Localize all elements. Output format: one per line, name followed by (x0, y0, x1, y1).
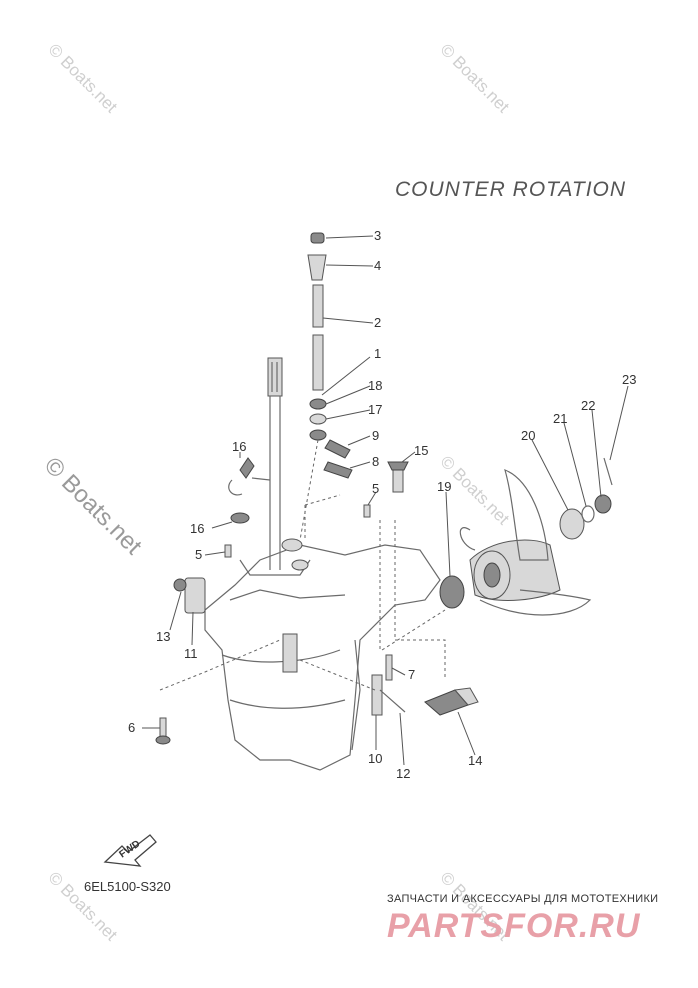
callout-6: 6 (128, 720, 135, 735)
callout-15: 15 (414, 443, 428, 458)
callout-numbers: 1 2 3 4 5 5 6 7 8 9 10 11 12 13 14 15 16… (128, 228, 636, 781)
callout-leaders (142, 235, 629, 766)
callout-9: 9 (372, 428, 379, 443)
callout-10: 10 (368, 751, 382, 766)
callout-3: 3 (374, 228, 381, 243)
drawing-code: 6EL5100-S320 (84, 879, 171, 894)
banner-subtitle: ЗАПЧАСТИ И АКСЕССУАРЫ ДЛЯ МОТОТЕХНИКИ (387, 893, 659, 905)
fwd-arrow: FWD (103, 834, 157, 867)
banner-logo: PARTSFOR.RU (387, 907, 641, 945)
callout-1: 1 (374, 346, 381, 361)
small-parts (155, 457, 409, 745)
propeller-assembly (424, 457, 613, 716)
callout-20: 20 (521, 428, 535, 443)
callout-5b: 5 (195, 547, 202, 562)
callout-14: 14 (468, 753, 482, 768)
callout-21: 21 (553, 411, 567, 426)
callout-2: 2 (374, 315, 381, 330)
callout-12: 12 (396, 766, 410, 781)
callout-16b: 16 (190, 521, 204, 536)
site-banner: ЗАПЧАСТИ И АКСЕССУАРЫ ДЛЯ МОТОТЕХНИКИ PA… (387, 893, 677, 946)
callout-23: 23 (622, 372, 636, 387)
callout-18: 18 (368, 378, 382, 393)
callout-16: 16 (232, 439, 246, 454)
callout-13: 13 (156, 629, 170, 644)
callout-19: 19 (437, 479, 451, 494)
callout-17: 17 (368, 402, 382, 417)
callout-7: 7 (408, 667, 415, 682)
callout-4: 4 (374, 258, 381, 273)
drive-shaft (267, 357, 283, 570)
callout-5: 5 (372, 481, 379, 496)
lower-casing (204, 538, 441, 771)
callout-11: 11 (184, 646, 198, 661)
guide-lines (159, 494, 446, 691)
callout-8: 8 (372, 454, 379, 469)
shift-rod-assembly (299, 232, 353, 541)
callout-22: 22 (581, 398, 595, 413)
diagram-title: COUNTER ROTATION (395, 178, 627, 201)
